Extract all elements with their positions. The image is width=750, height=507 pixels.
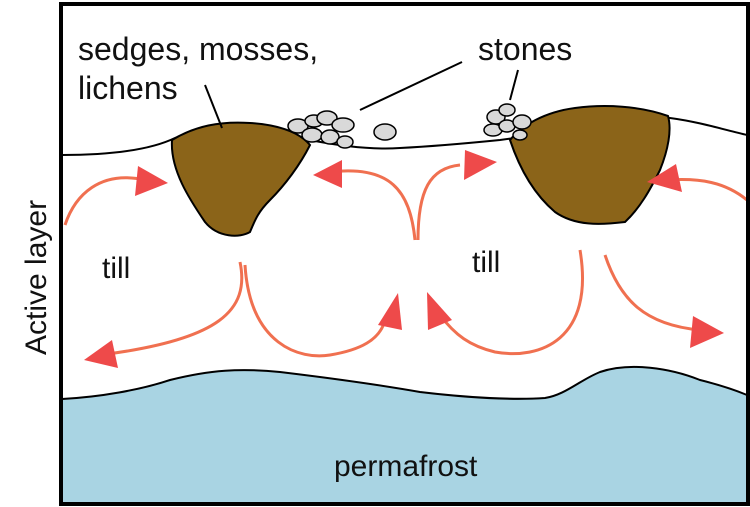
arrow-curve-upper-left [65, 178, 145, 225]
arrow-curve-bottom-left [245, 265, 385, 356]
leader-line-stones-left [360, 62, 462, 110]
label-stones: stones [478, 31, 572, 67]
label-vegetation-line2: lichens [78, 70, 178, 106]
arrow-curve-bottom-middle [440, 250, 583, 354]
arrowhead-upper-middle-right [464, 150, 497, 180]
arrowhead-upper-middle [313, 160, 342, 188]
arrow-curve-upper-middle-right [418, 165, 460, 240]
label-till-left: till [102, 252, 130, 285]
arrowhead-bottom-left [378, 293, 402, 330]
label-permafrost: permafrost [334, 450, 478, 483]
arrow-curve-upper-middle [330, 171, 415, 240]
stone-cluster-middle [374, 124, 396, 140]
label-till-right: till [472, 246, 500, 279]
stone-cluster-right [484, 104, 531, 140]
vegetation-clump-left [172, 123, 310, 236]
vegetation-clump-right [510, 106, 670, 224]
label-active-layer: Active layer [20, 200, 53, 355]
arrowhead-lower-left [84, 340, 118, 368]
label-vegetation-line1: sedges, mosses, [78, 31, 318, 67]
leader-line-stones-right [510, 70, 518, 100]
arrowhead-lower-right [690, 316, 724, 348]
leader-line-vegetation [205, 85, 222, 128]
arrowhead-upper-left [135, 166, 168, 196]
arrow-curve-lower-right [605, 255, 700, 330]
